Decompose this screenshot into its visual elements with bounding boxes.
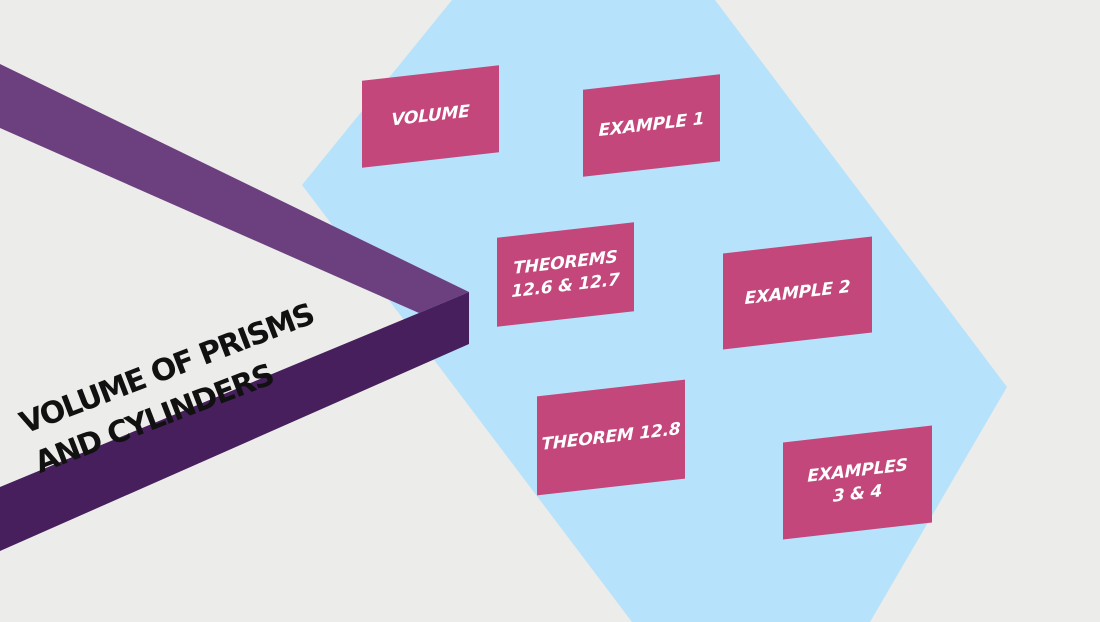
card-examples-3-4[interactable]: EXAMPLES 3 & 4	[783, 425, 932, 540]
purple-bar-upper	[0, 64, 469, 313]
purple-bar-lower	[0, 292, 469, 551]
card-theorems-12-6-12-7[interactable]: THEOREMS 12.6 & 12.7	[497, 222, 634, 327]
card-volume[interactable]: VOLUME	[362, 65, 499, 168]
card-example-2[interactable]: EXAMPLE 2	[723, 236, 872, 350]
card-example-1[interactable]: EXAMPLE 1	[583, 74, 720, 177]
card-theorem-12-8[interactable]: THEOREM 12.8	[537, 379, 685, 496]
